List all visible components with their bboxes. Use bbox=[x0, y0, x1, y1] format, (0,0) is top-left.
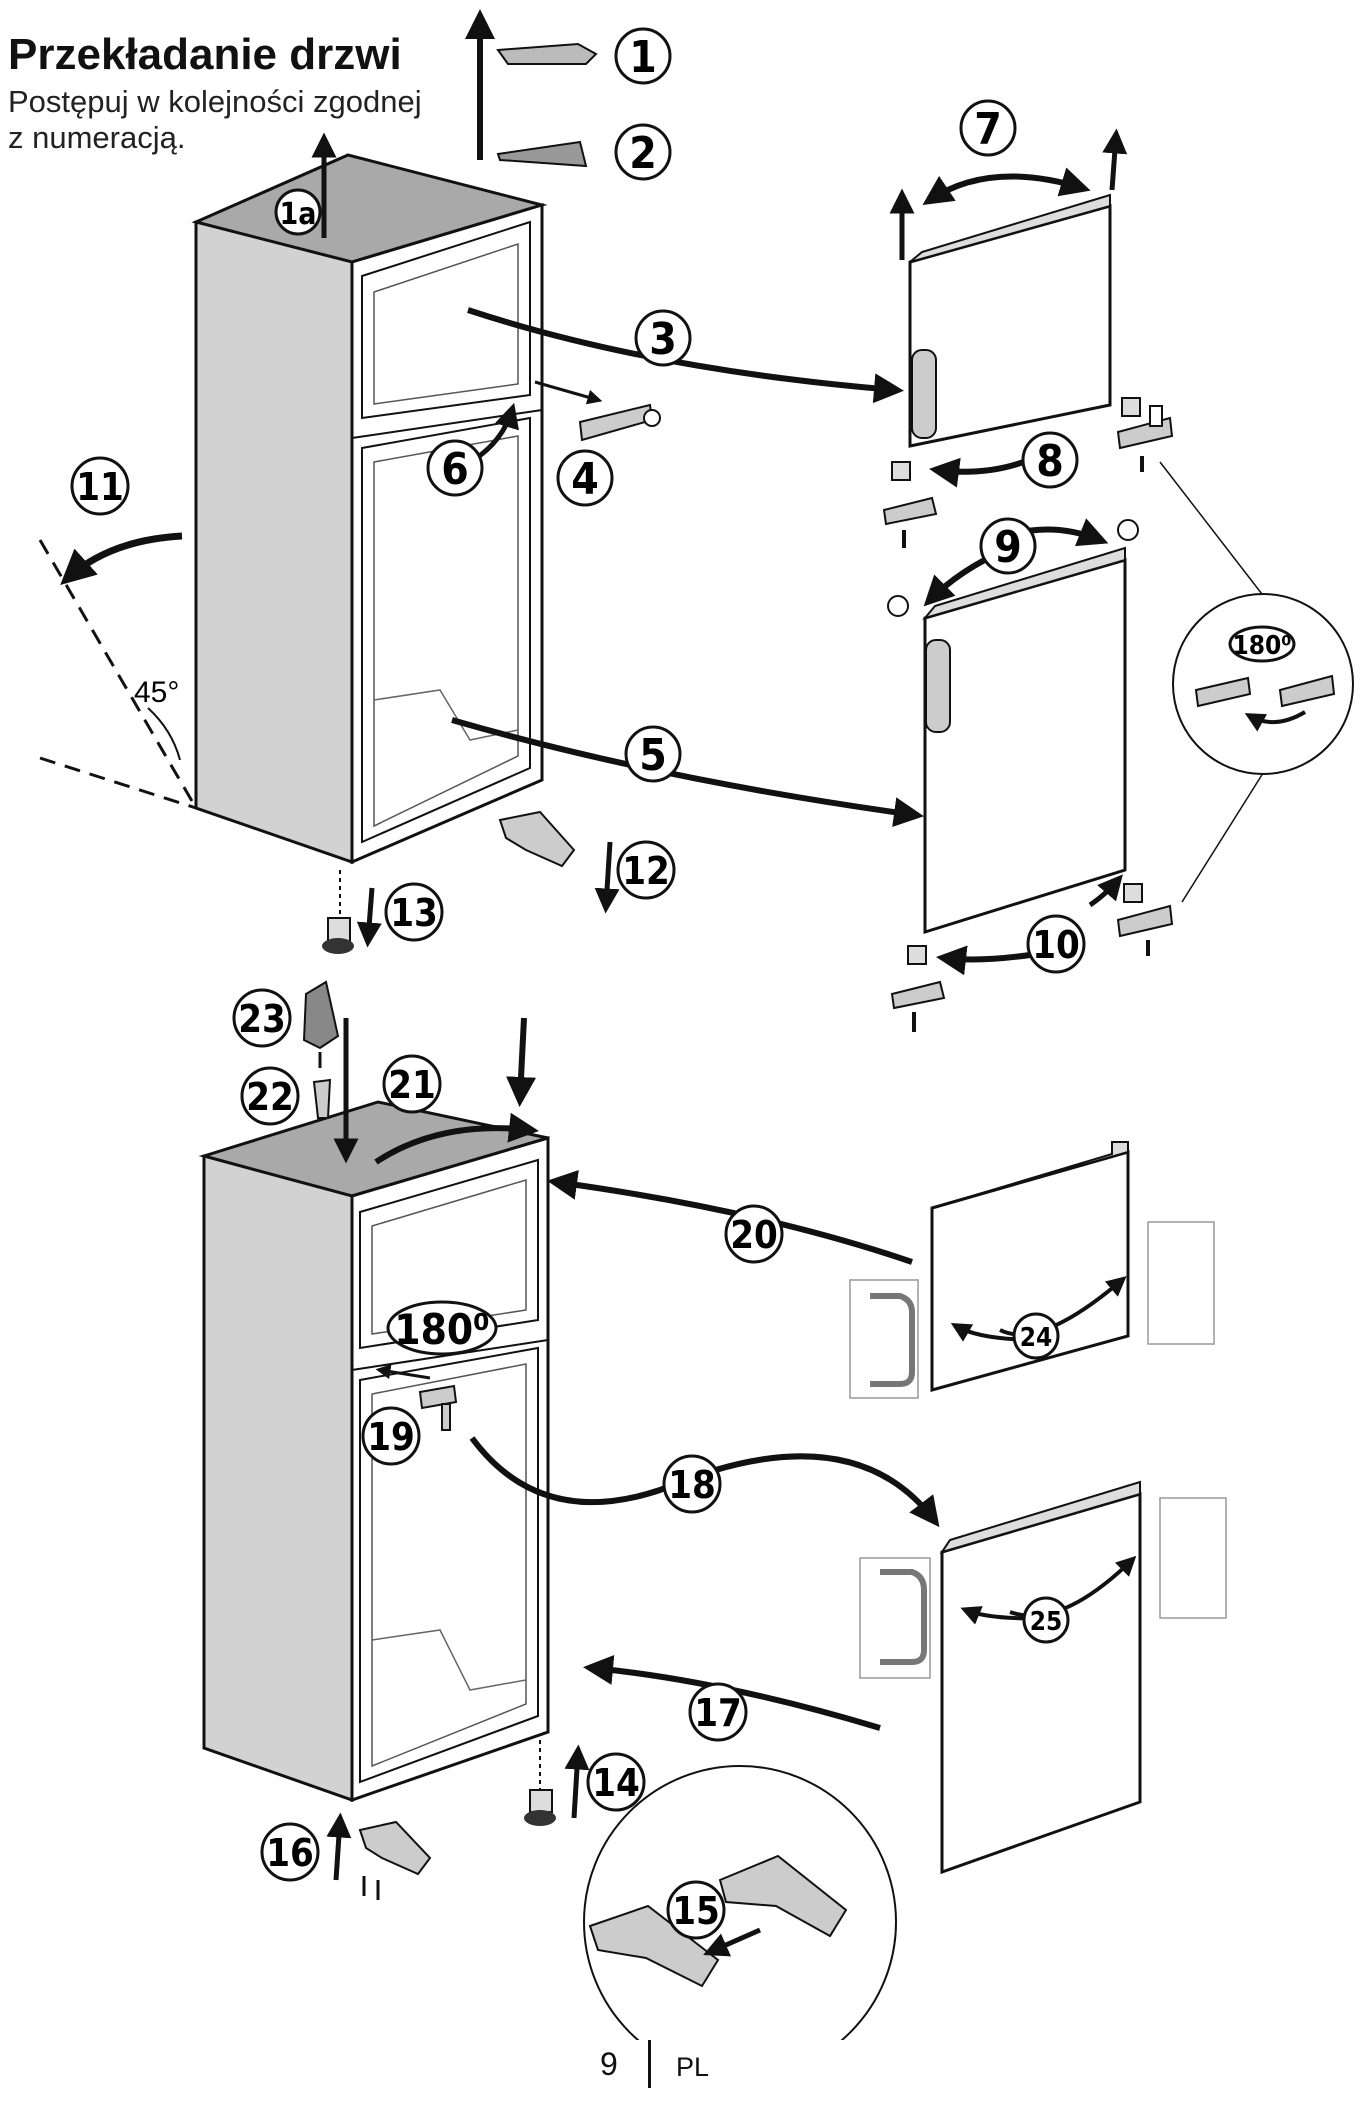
screwdriver-tool bbox=[302, 980, 537, 1164]
step-label-18: 18 bbox=[668, 1463, 716, 1507]
bottom-hinge-part-bottom bbox=[326, 1812, 432, 1900]
fridge-bottom-illustration bbox=[198, 1100, 550, 1803]
page-title: Przekładanie drzwi bbox=[8, 30, 402, 79]
step-label-20: 20 bbox=[730, 1213, 778, 1257]
step-badge-22: 22 bbox=[240, 1066, 300, 1126]
step-label-12: 12 bbox=[622, 849, 670, 893]
step-badges: 1 1a 2 3 4 5 6 7 8 9 10 11 12 13 14 15 1… bbox=[70, 27, 1086, 1940]
step-badge-13: 13 bbox=[384, 882, 444, 942]
step-label-1: 1 bbox=[629, 32, 657, 83]
step-badge-14: 14 bbox=[586, 1752, 646, 1812]
door-reversal-diagram: 45° bbox=[38, 9, 1354, 2040]
step-badge-10: 10 bbox=[1026, 914, 1086, 974]
instruction-text: Postępuj w kolejności zgodnej z numeracj… bbox=[8, 84, 422, 156]
step-badge-9: 9 bbox=[979, 517, 1037, 575]
page-number: 9 bbox=[600, 2046, 618, 2082]
step-badge-18: 18 bbox=[662, 1454, 722, 1514]
step-label-17: 17 bbox=[694, 1691, 742, 1735]
step-label-21: 21 bbox=[388, 1063, 436, 1107]
step-badge-8: 8 bbox=[1021, 431, 1079, 489]
step-label-24: 24 bbox=[1020, 1323, 1053, 1353]
step-badge-1a: 1a bbox=[274, 188, 322, 236]
hinge-pin-pair-10 bbox=[890, 883, 1174, 1032]
tilt-angle-guide: 45° bbox=[38, 532, 198, 810]
step-label-25: 25 bbox=[1030, 1607, 1063, 1637]
freezer-door-top bbox=[889, 128, 1128, 448]
step-label-7: 7 bbox=[974, 104, 1002, 155]
step-label-8: 8 bbox=[1036, 436, 1064, 487]
fridge-top-illustration bbox=[191, 153, 548, 865]
adjustable-foot-bottom bbox=[524, 1740, 590, 1826]
language-code: PL bbox=[676, 2052, 710, 2082]
fridge-top-front bbox=[350, 202, 544, 865]
step-badge-7: 7 bbox=[959, 99, 1017, 157]
step-label-5: 5 bbox=[639, 730, 667, 781]
step-label-11: 11 bbox=[76, 465, 124, 509]
step-badge-5: 5 bbox=[624, 725, 682, 783]
step-label-2: 2 bbox=[629, 128, 657, 179]
fridge-bottom-side-panel bbox=[202, 1134, 354, 1803]
fridge-door-bottom bbox=[859, 1480, 1227, 1875]
middle-hinge-part bbox=[534, 380, 661, 442]
step-badge-16: 16 bbox=[260, 1822, 320, 1882]
step-label-4: 4 bbox=[571, 454, 599, 505]
step-badge-2: 2 bbox=[614, 123, 672, 181]
fridge-door-right bbox=[887, 518, 1139, 935]
page-footer: 9 PL bbox=[0, 2040, 1370, 2090]
fridge-top-side-panel bbox=[194, 196, 354, 865]
step-label-10: 10 bbox=[1032, 923, 1080, 967]
middle-hinge-part-bottom bbox=[375, 1364, 458, 1431]
freezer-door-bottom bbox=[849, 1141, 1215, 1399]
step-label-23: 23 bbox=[238, 997, 286, 1041]
step-label-1a: 1a bbox=[280, 197, 317, 232]
step-label-22: 22 bbox=[246, 1075, 294, 1119]
angle-label: 45° bbox=[134, 676, 179, 709]
step-badge-1: 1 bbox=[614, 27, 672, 85]
step-badge-25: 25 bbox=[1022, 1596, 1070, 1644]
top-hinge-parts bbox=[311, 9, 598, 238]
instruction-line-1: Postępuj w kolejności zgodnej bbox=[8, 84, 422, 119]
step-label-6: 6 bbox=[441, 444, 469, 495]
hinge-detail-circle bbox=[583, 1765, 897, 2040]
step-badge-11: 11 bbox=[70, 456, 130, 516]
instruction-line-2: z numeracją. bbox=[8, 120, 186, 155]
step-badge-21: 21 bbox=[382, 1054, 442, 1114]
footer-divider bbox=[648, 2040, 651, 2088]
step-badge-19: 19 bbox=[361, 1406, 421, 1466]
rotation-detail-label: 180⁰ bbox=[1232, 631, 1291, 661]
rotation-main-label: 180⁰ bbox=[394, 1305, 489, 1354]
step-badge-20: 20 bbox=[724, 1204, 784, 1264]
step-label-19: 19 bbox=[367, 1415, 415, 1459]
step-badge-23: 23 bbox=[232, 988, 292, 1048]
step-badge-17: 17 bbox=[688, 1682, 748, 1742]
step-label-16: 16 bbox=[266, 1831, 314, 1875]
step-badge-12: 12 bbox=[616, 840, 676, 900]
adjustable-foot-top bbox=[322, 870, 382, 954]
hinge-pin-pair-8 bbox=[882, 397, 1174, 548]
step-badge-24: 24 bbox=[1012, 1312, 1060, 1360]
step-label-14: 14 bbox=[592, 1761, 640, 1805]
bottom-hinge-part-top bbox=[498, 810, 620, 914]
step-label-9: 9 bbox=[994, 522, 1022, 573]
step-badge-6: 6 bbox=[426, 439, 484, 497]
fridge-bottom-front bbox=[350, 1135, 550, 1803]
step-label-3: 3 bbox=[649, 314, 677, 365]
step-badge-4: 4 bbox=[556, 449, 614, 507]
step-badge-3: 3 bbox=[634, 309, 692, 367]
step-badge-15: 15 bbox=[666, 1880, 726, 1940]
step-label-13: 13 bbox=[390, 891, 438, 935]
rotation-detail-circle: 180⁰ bbox=[1159, 461, 1354, 903]
step-label-15: 15 bbox=[672, 1889, 720, 1933]
